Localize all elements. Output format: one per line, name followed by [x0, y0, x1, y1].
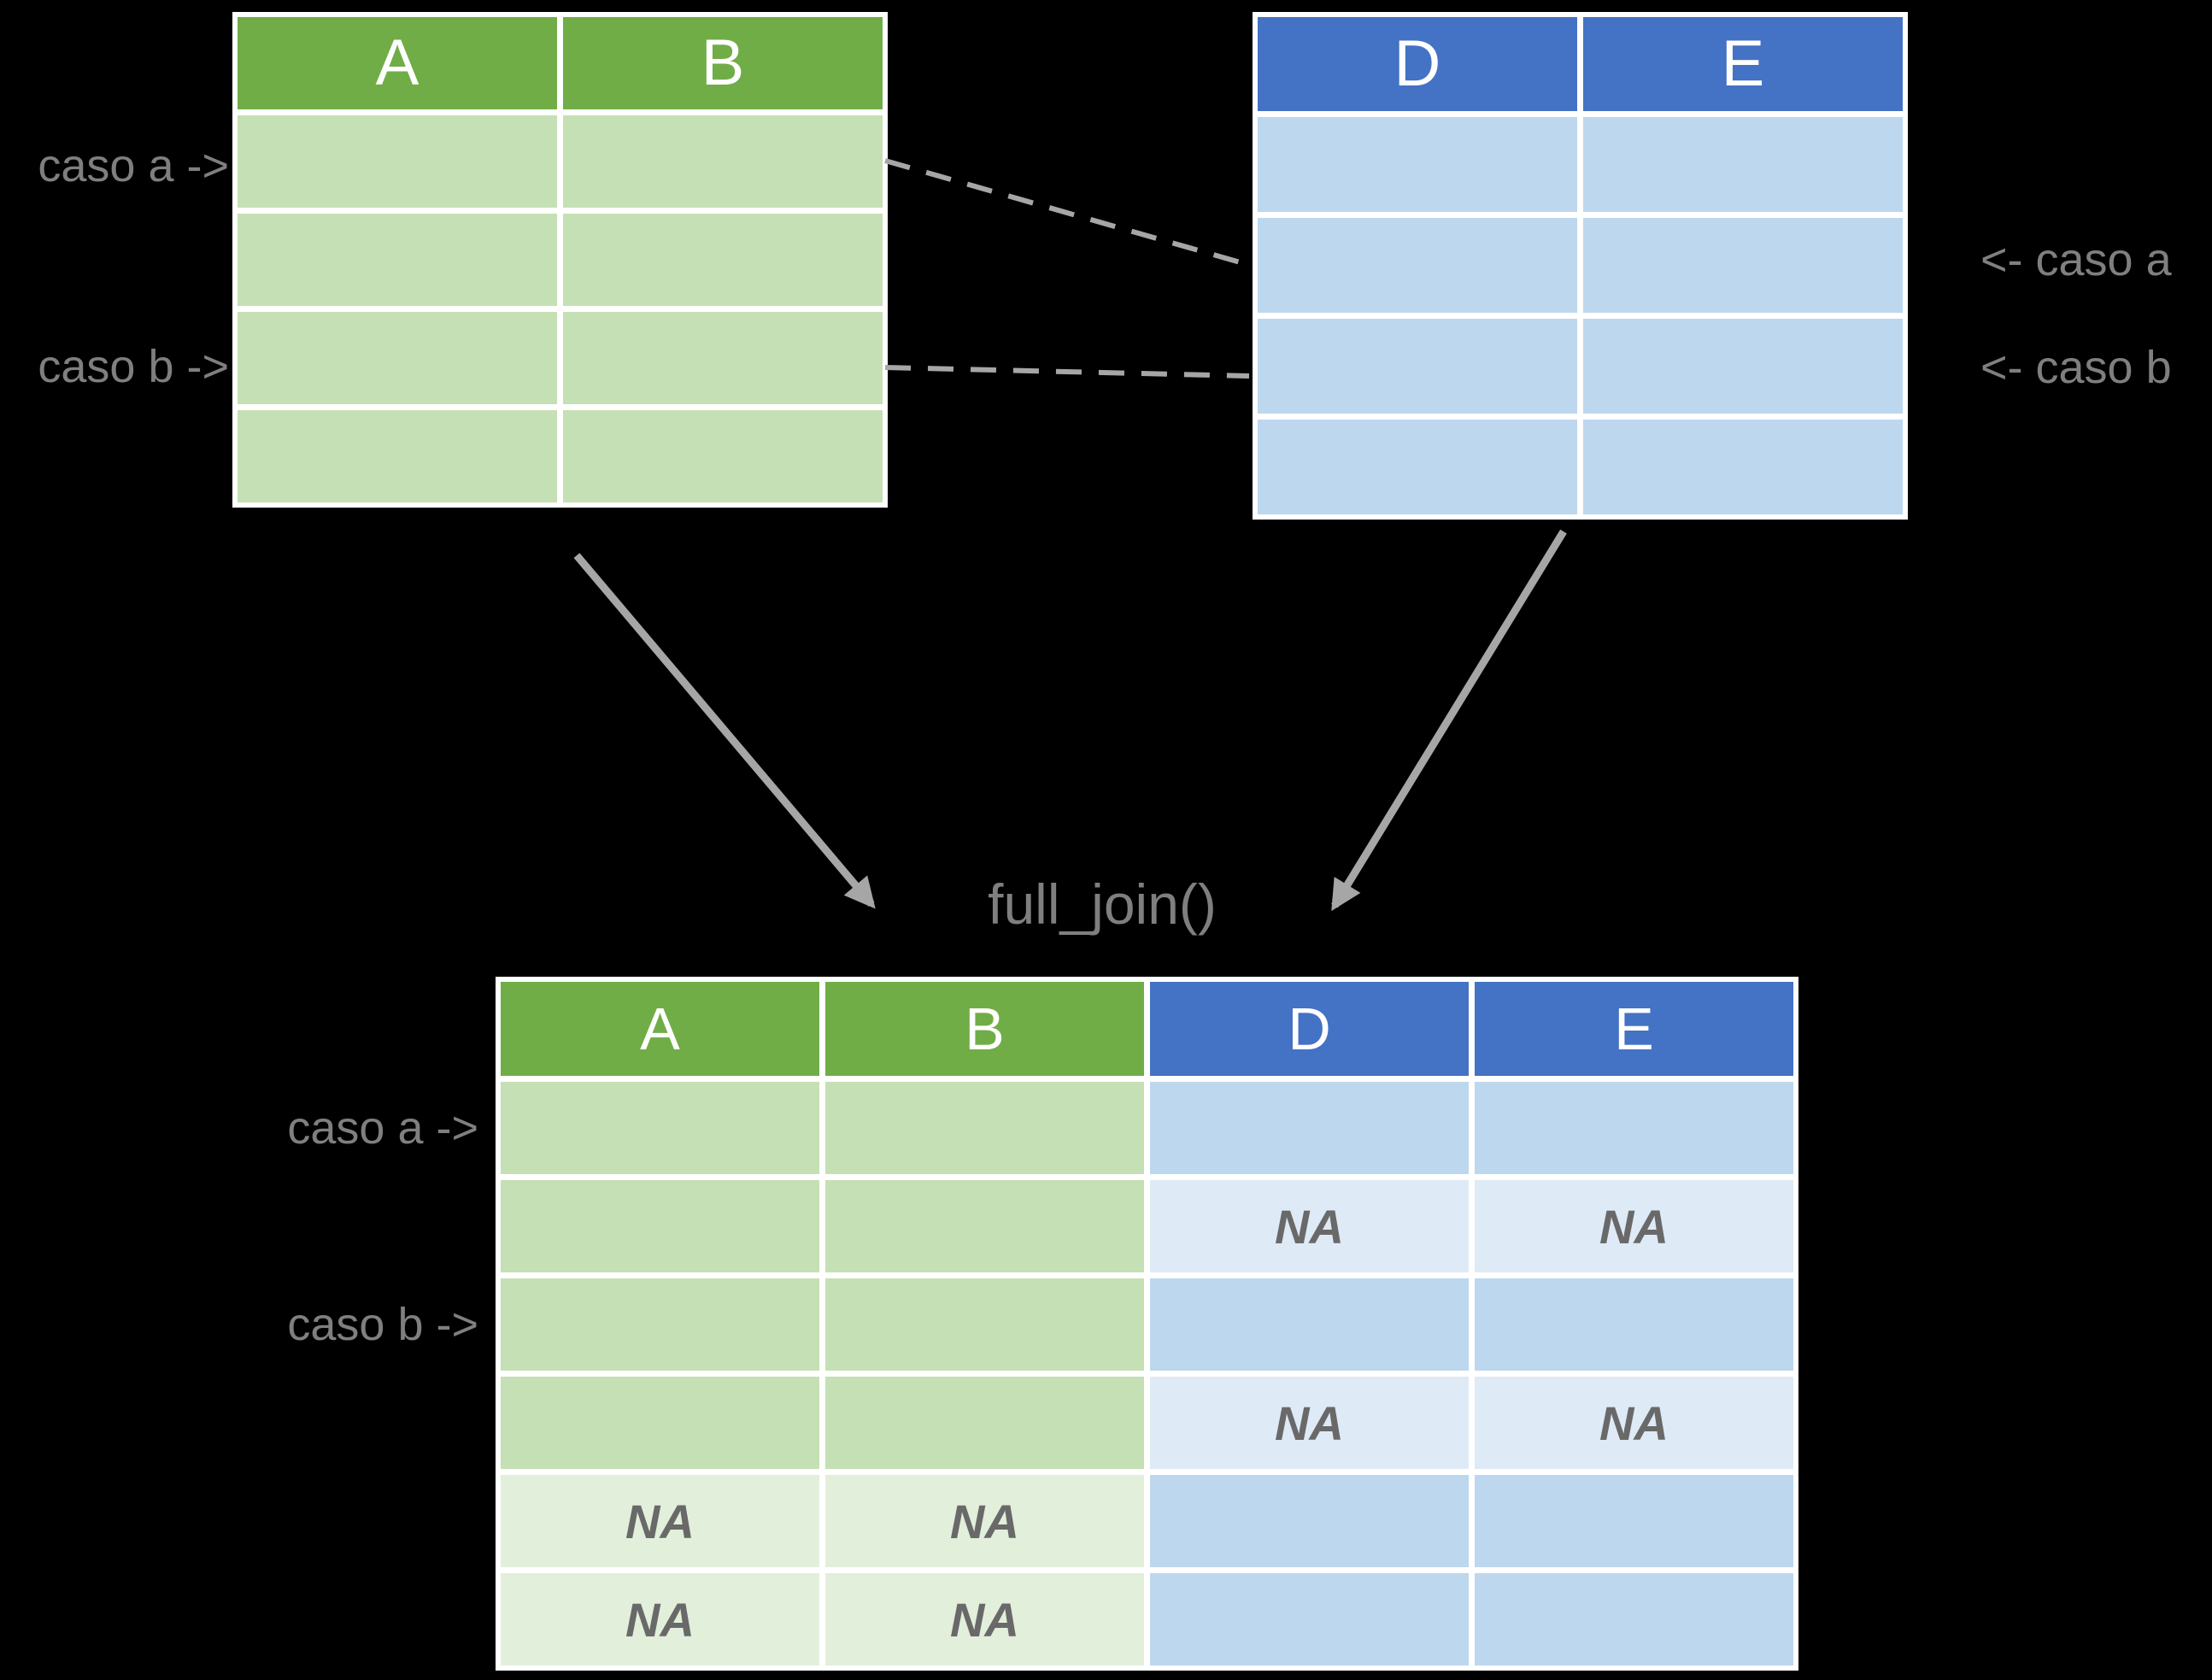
table-cell [1583, 319, 1903, 414]
na-cell: NA [825, 1573, 1144, 1665]
table-cell [501, 1082, 819, 1174]
caso-a-result-label: caso a -> [287, 1102, 478, 1154]
table-cell [1258, 420, 1577, 514]
table-cell [1583, 117, 1903, 212]
na-cell: NA [501, 1573, 819, 1665]
table-cell [501, 1278, 819, 1371]
column-header-d: D [1258, 17, 1577, 111]
table-cell [501, 1180, 819, 1272]
na-cell: NA [825, 1475, 1144, 1567]
caso-b-right-label: <- caso b [1980, 342, 2172, 393]
column-header-e: E [1583, 17, 1903, 111]
merge-arrow-right-icon [1331, 529, 1567, 912]
table-cell [1150, 1278, 1469, 1371]
result-table: A B D E NA NA NA NA NA NA NA NA [496, 977, 1798, 1671]
table-cell [238, 115, 557, 208]
na-cell: NA [1150, 1180, 1469, 1272]
table-cell [563, 115, 883, 208]
column-header-a: A [501, 982, 819, 1076]
na-cell: NA [1475, 1377, 1793, 1469]
table-cell [238, 214, 557, 306]
caso-b-left-label: caso b -> [38, 341, 229, 392]
table-cell [1475, 1278, 1793, 1371]
caso-a-right-label: <- caso a [1980, 234, 2172, 285]
left-source-table: A B [232, 12, 888, 508]
column-header-d: D [1150, 982, 1469, 1076]
table-cell [238, 312, 557, 404]
column-header-b: B [563, 17, 883, 109]
table-cell [825, 1278, 1144, 1371]
match-line-caso-a [884, 158, 1250, 267]
na-cell: NA [501, 1475, 819, 1567]
table-cell [563, 410, 883, 502]
table-cell [825, 1377, 1144, 1469]
table-cell [1583, 218, 1903, 313]
join-function-label: full_join() [988, 872, 1217, 936]
right-source-table: D E [1253, 12, 1908, 520]
table-cell [238, 410, 557, 502]
table-cell [825, 1082, 1144, 1174]
table-cell [563, 214, 883, 306]
na-cell: NA [1475, 1180, 1793, 1272]
table-cell [501, 1377, 819, 1469]
table-cell [1150, 1573, 1469, 1665]
table-cell [1475, 1475, 1793, 1567]
table-cell [1475, 1082, 1793, 1174]
table-cell [563, 312, 883, 404]
table-cell [1258, 319, 1577, 414]
table-cell [1583, 420, 1903, 514]
match-line-caso-b [884, 365, 1250, 379]
column-header-b: B [825, 982, 1144, 1076]
table-cell [1258, 117, 1577, 212]
merge-arrow-left-icon [573, 553, 876, 909]
table-cell [1475, 1573, 1793, 1665]
caso-a-left-label: caso a -> [38, 140, 229, 191]
column-header-e: E [1475, 982, 1793, 1076]
caso-b-result-label: caso b -> [287, 1299, 478, 1350]
table-cell [1258, 218, 1577, 313]
na-cell: NA [1150, 1377, 1469, 1469]
table-cell [825, 1180, 1144, 1272]
table-cell [1150, 1082, 1469, 1174]
column-header-a: A [238, 17, 557, 109]
table-cell [1150, 1475, 1469, 1567]
